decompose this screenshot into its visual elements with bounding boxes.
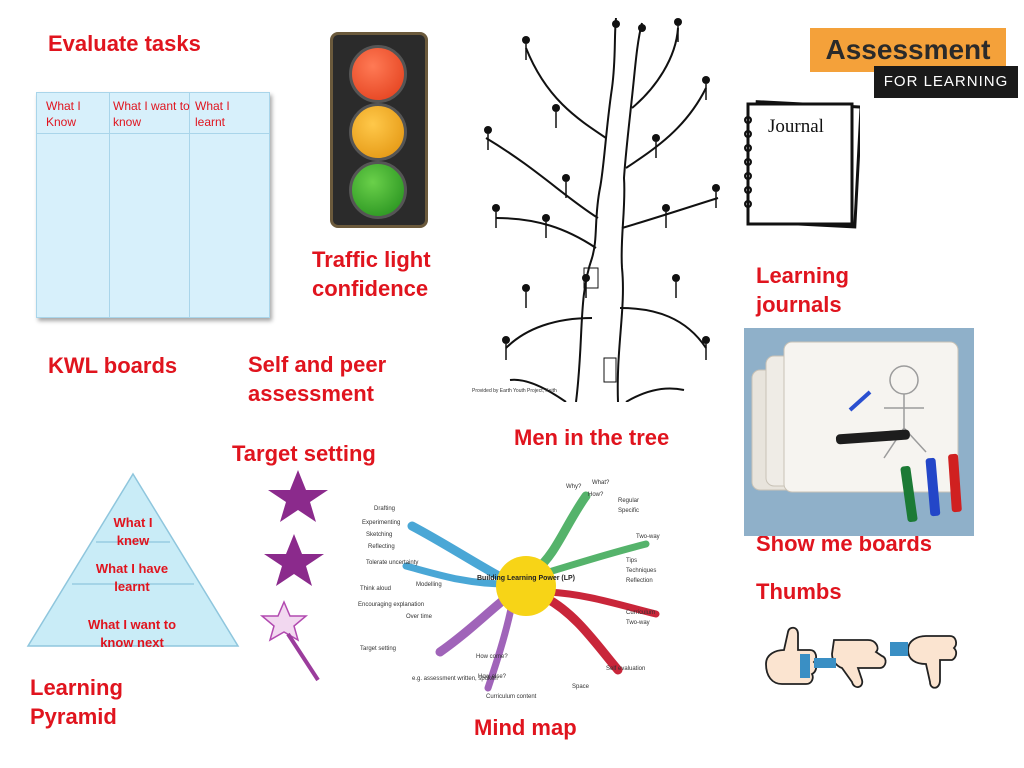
kwl-header-want: What I want to know [113, 99, 190, 129]
mind-map-leaf: Encouraging explanation [358, 602, 424, 608]
cuff [800, 654, 810, 678]
target-setting-label: Target setting [232, 441, 376, 466]
mind-map-leaf: How else? [478, 674, 507, 680]
learning-pyramid-image [26, 472, 240, 647]
magic-wand-icon [259, 600, 320, 682]
mind-map-leaf: Curriculum [626, 610, 655, 616]
kwl-header-row [37, 93, 269, 134]
kwl-header-know: What I Know [46, 99, 81, 129]
self-peer-label: Self and peer assessment [248, 352, 387, 406]
men-in-tree-image [484, 18, 720, 402]
mind-map-leaf: Tolerate uncertainty [366, 560, 418, 566]
thumbs-label: Thumbs [756, 579, 842, 604]
mind-map-leaf: Over time [406, 614, 433, 620]
tree-credit: Provided by Earth Youth Project, Keith [472, 388, 557, 394]
pyramid-top-text: What I knew [113, 515, 153, 549]
mind-map-leaf: Think aloud [360, 586, 391, 592]
amber-lamp [349, 103, 407, 161]
evaluate-tasks-label: Evaluate tasks [48, 31, 201, 56]
mind-map-leaf: Techniques [626, 568, 656, 574]
pyramid-middle-text: What I have learnt [95, 561, 169, 595]
mind-map-leaf: Curriculum content [486, 694, 537, 700]
mind-map-leaf: Reflecting [368, 544, 395, 550]
mind-map-leaf: How? [588, 492, 604, 498]
mind-map-center: Building Learning Power (LP) [477, 575, 575, 582]
mind-map-leaf: Self evaluation [606, 666, 645, 672]
journal-icon: Journal [744, 100, 860, 229]
star-icon [268, 470, 328, 522]
mind-map-leaf: Two-way [636, 534, 660, 540]
mind-map-leaf: Regular [618, 498, 639, 504]
red-lamp [349, 45, 407, 103]
journal-title: Journal [768, 116, 824, 137]
mind-map-label: Mind map [474, 715, 577, 740]
green-lamp [349, 161, 407, 219]
kwl-board: What I Know What I want to know What I l… [36, 92, 270, 318]
mind-map-leaf: Reflection [626, 578, 653, 584]
kwl-column [109, 93, 190, 317]
learning-pyramid-label: Learning Pyramid [30, 675, 123, 729]
learning-journals-label: Learning journals [756, 263, 849, 317]
mind-map-leaf: How come? [476, 654, 508, 660]
star-icon [264, 534, 324, 586]
mind-map-leaf: Two-way [626, 620, 650, 626]
thumbs-down-icon [907, 635, 958, 689]
men-in-tree-label: Men in the tree [514, 425, 670, 450]
mind-map-leaf: Tips [626, 558, 637, 564]
mind-map-leaf: Space [572, 684, 590, 690]
mind-map-leaf: Target setting [360, 646, 396, 652]
kwl-header-learnt: What I learnt [195, 99, 230, 129]
thumbs-image [765, 626, 958, 689]
mind-map-image: Building Learning Power (LP) Drafting Ex… [358, 480, 660, 700]
mind-map-leaf: Sketching [366, 532, 392, 538]
show-me-boards-photo [744, 328, 974, 536]
mind-map-leaf: Specific [618, 508, 639, 514]
pyramid-bottom-text: What I want to know next [87, 617, 177, 651]
traffic-light-image [330, 32, 428, 228]
mind-map-branch: Modelling [416, 582, 442, 588]
mind-map-leaf: What? [592, 480, 610, 486]
assessment-logo: Assessment [810, 28, 1006, 72]
kwl-column [37, 93, 110, 317]
mind-map-leaf: Experimenting [362, 520, 400, 526]
for-learning-logo: FOR LEARNING [874, 66, 1018, 98]
mind-map-leaf: e.g. assessment written, spoken [412, 676, 498, 682]
kwl-boards-label: KWL boards [48, 353, 178, 378]
thumbs-sideways-icon [831, 639, 887, 688]
mind-map-leaf: Drafting [374, 506, 395, 512]
traffic-light-label: Traffic light confidence [312, 247, 431, 301]
target-stars-image [259, 470, 328, 682]
mind-map-leaf: Why? [566, 484, 582, 490]
